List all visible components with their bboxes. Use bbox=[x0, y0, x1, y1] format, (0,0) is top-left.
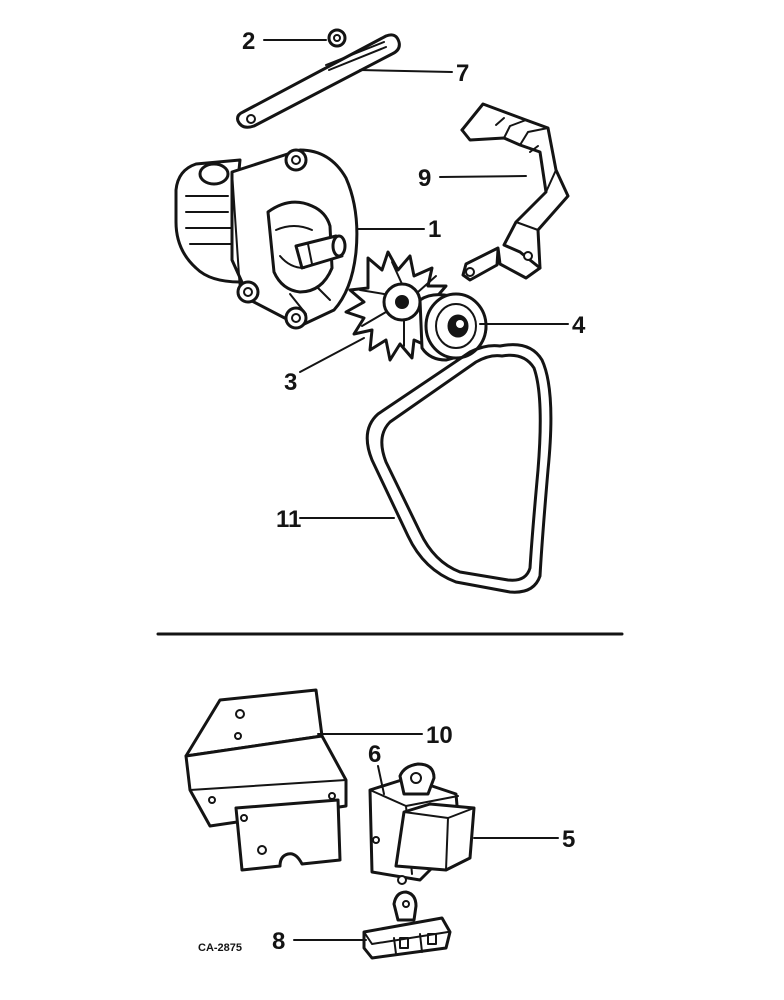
callout-5: 5 bbox=[562, 826, 575, 853]
alternator-part-1 bbox=[174, 148, 359, 330]
callout-3: 3 bbox=[284, 369, 297, 396]
callout-2: 2 bbox=[242, 28, 255, 55]
adjusting-link-part-7 bbox=[236, 33, 401, 129]
callout-6: 6 bbox=[368, 741, 381, 768]
regulator-cover-part-5 bbox=[394, 802, 476, 872]
terminal-block-part-8 bbox=[362, 890, 452, 960]
callout-4: 4 bbox=[572, 312, 586, 339]
mounting-bracket-part-9 bbox=[460, 102, 570, 282]
callout-11: 11 bbox=[276, 506, 301, 533]
leader-lines bbox=[263, 39, 569, 941]
pulley-part-4 bbox=[418, 292, 488, 362]
callout-8: 8 bbox=[272, 928, 285, 955]
figure-id: CA-2875 bbox=[198, 942, 242, 954]
callout-7: 7 bbox=[456, 60, 469, 87]
callout-10: 10 bbox=[426, 722, 453, 749]
callout-labels: 2 7 9 1 4 3 11 10 6 5 8 bbox=[242, 28, 586, 955]
regulator-bracket-part-10 bbox=[184, 688, 348, 872]
v-belt-part-11 bbox=[365, 343, 553, 594]
nut-part-2 bbox=[327, 28, 347, 48]
callout-9: 9 bbox=[418, 165, 431, 192]
callout-1: 1 bbox=[428, 216, 441, 243]
